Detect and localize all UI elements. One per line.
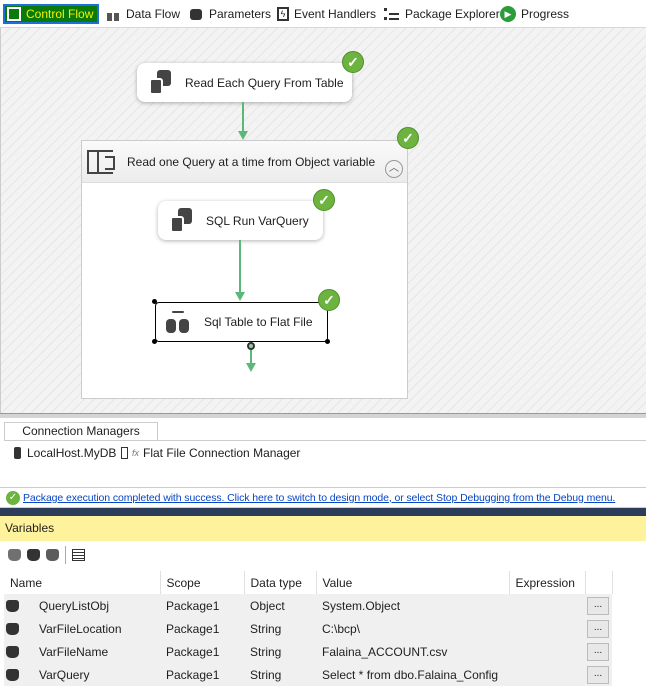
arrow-head-icon xyxy=(238,131,248,140)
variable-name-cell[interactable]: VarQuery xyxy=(4,663,160,686)
execute-sql-icon xyxy=(147,69,173,96)
success-check-icon: ✓ xyxy=(318,289,340,311)
arrow-head-icon xyxy=(235,292,245,301)
collapse-button[interactable]: ︿ xyxy=(385,160,403,178)
precedence-constraint[interactable] xyxy=(242,102,244,132)
variable-row[interactable]: QueryListObj Package1 Object System.Obje… xyxy=(4,594,612,617)
variable-value-cell[interactable]: Select * from dbo.Falaina_Config xyxy=(316,663,509,686)
execute-sql-icon xyxy=(168,207,194,234)
connection-managers-panel: Connection Managers LocalHost.MyDB fx Fl… xyxy=(0,418,646,488)
toolbar-separator xyxy=(65,546,66,564)
success-check-icon: ✓ xyxy=(397,127,419,149)
resize-handle[interactable] xyxy=(152,339,157,344)
variable-type-cell[interactable]: String xyxy=(244,663,316,686)
expression-builder-button[interactable]: ... xyxy=(587,619,609,638)
expression-builder-button[interactable]: ... xyxy=(587,596,609,615)
foreach-loop-container[interactable]: Read one Query at a time from Object var… xyxy=(81,140,408,399)
move-variable-icon[interactable] xyxy=(27,549,40,561)
arrow-head-icon xyxy=(246,363,256,372)
variable-scope-cell[interactable]: Package1 xyxy=(160,594,244,617)
execution-status-bar: ✓ Package execution completed with succe… xyxy=(0,488,646,508)
connection-localhost-mydb[interactable]: LocalHost.MyDB xyxy=(14,446,116,460)
variable-button-cell: ... xyxy=(585,640,612,663)
foreach-loop-icon xyxy=(87,149,115,174)
success-check-icon: ✓ xyxy=(342,51,364,73)
variable-expression-cell[interactable] xyxy=(509,640,585,663)
tab-control-flow[interactable]: Control Flow xyxy=(3,4,100,24)
expression-builder-button[interactable]: ... xyxy=(587,642,609,661)
variable-row[interactable]: VarFileName Package1 String Falaina_ACCO… xyxy=(4,640,612,663)
resize-handle[interactable] xyxy=(325,339,330,344)
connection-flat-file[interactable]: fx Flat File Connection Manager xyxy=(121,446,300,460)
variable-scope-cell[interactable]: Package1 xyxy=(160,663,244,686)
resize-handle[interactable] xyxy=(152,299,157,304)
designer-tabs: Control Flow Data Flow Parameters ϟ Even… xyxy=(0,0,646,28)
success-check-icon: ✓ xyxy=(313,189,335,211)
delete-variable-icon[interactable] xyxy=(46,549,59,561)
tab-connection-managers[interactable]: Connection Managers xyxy=(4,422,158,440)
package-explorer-icon xyxy=(384,6,400,22)
variable-type-cell[interactable]: String xyxy=(244,617,316,640)
grid-options-icon[interactable] xyxy=(72,549,85,561)
variable-icon xyxy=(6,646,19,659)
variable-row[interactable]: VarQuery Package1 String Select * from d… xyxy=(4,663,612,686)
tab-progress[interactable]: ▶ Progress xyxy=(500,4,569,24)
data-flow-icon xyxy=(105,6,121,22)
variable-expression-cell[interactable] xyxy=(509,617,585,640)
variable-name-cell[interactable]: QueryListObj xyxy=(4,594,160,617)
variable-expression-cell[interactable] xyxy=(509,663,585,686)
success-check-icon: ✓ xyxy=(6,490,20,505)
parameters-icon xyxy=(188,6,204,22)
variable-value-cell[interactable]: Falaina_ACCOUNT.csv xyxy=(316,640,509,663)
variable-icon xyxy=(6,623,19,636)
variable-value-cell[interactable]: System.Object xyxy=(316,594,509,617)
variable-name-cell[interactable]: VarFileName xyxy=(4,640,160,663)
tab-parameters[interactable]: Parameters xyxy=(188,4,271,24)
panel-divider xyxy=(0,508,646,516)
column-header-data-type[interactable]: Data type xyxy=(244,571,317,594)
column-header-expression[interactable]: Expression xyxy=(509,571,586,594)
splitter[interactable] xyxy=(0,413,646,418)
variable-button-cell: ... xyxy=(585,617,612,640)
variable-value-cell[interactable]: C:\bcp\ xyxy=(316,617,509,640)
variable-type-cell[interactable]: Object xyxy=(244,594,316,617)
tab-event-handlers[interactable]: ϟ Event Handlers xyxy=(277,4,376,24)
expression-builder-button[interactable]: ... xyxy=(587,665,609,684)
variable-button-cell: ... xyxy=(585,594,612,617)
flat-file-connection-icon xyxy=(121,447,128,459)
precedence-constraint[interactable] xyxy=(239,240,241,292)
task-sql-table-to-flat-file[interactable]: Sql Table to Flat File xyxy=(155,302,328,342)
column-header-name[interactable]: Name xyxy=(4,571,161,594)
task-read-each-query[interactable]: Read Each Query From Table xyxy=(137,63,352,102)
data-flow-task-icon xyxy=(166,309,192,335)
variable-scope-cell[interactable]: Package1 xyxy=(160,617,244,640)
precedence-constraint-stub[interactable] xyxy=(250,350,252,364)
expression-fx-icon: fx xyxy=(132,448,140,458)
variable-scope-cell[interactable]: Package1 xyxy=(160,640,244,663)
add-variable-icon[interactable] xyxy=(8,549,21,561)
tab-package-explorer[interactable]: Package Explorer xyxy=(384,4,500,24)
variables-grid: Name Scope Data type Value Expression Qu… xyxy=(4,571,613,686)
variable-icon xyxy=(6,600,19,613)
control-flow-icon xyxy=(7,7,21,21)
column-header-blank xyxy=(585,571,613,594)
variable-row[interactable]: VarFileLocation Package1 String C:\bcp\ … xyxy=(4,617,612,640)
task-sql-run-varquery[interactable]: SQL Run VarQuery xyxy=(158,201,323,240)
column-header-value[interactable]: Value xyxy=(316,571,510,594)
tab-data-flow[interactable]: Data Flow xyxy=(105,4,180,24)
db-connection-icon xyxy=(14,447,21,459)
variable-button-cell: ... xyxy=(585,663,612,686)
variables-toolbar xyxy=(0,541,646,569)
connector-handle[interactable] xyxy=(247,342,255,350)
variable-type-cell[interactable]: String xyxy=(244,640,316,663)
column-header-scope[interactable]: Scope xyxy=(160,571,245,594)
progress-play-icon: ▶ xyxy=(500,6,516,22)
variables-panel-title: Variables xyxy=(0,516,646,541)
switch-to-design-mode-link[interactable]: Package execution completed with success… xyxy=(23,491,616,504)
variable-expression-cell[interactable] xyxy=(509,594,585,617)
event-handlers-icon: ϟ xyxy=(277,7,289,21)
variable-icon xyxy=(6,669,19,682)
variable-name-cell[interactable]: VarFileLocation xyxy=(4,617,160,640)
